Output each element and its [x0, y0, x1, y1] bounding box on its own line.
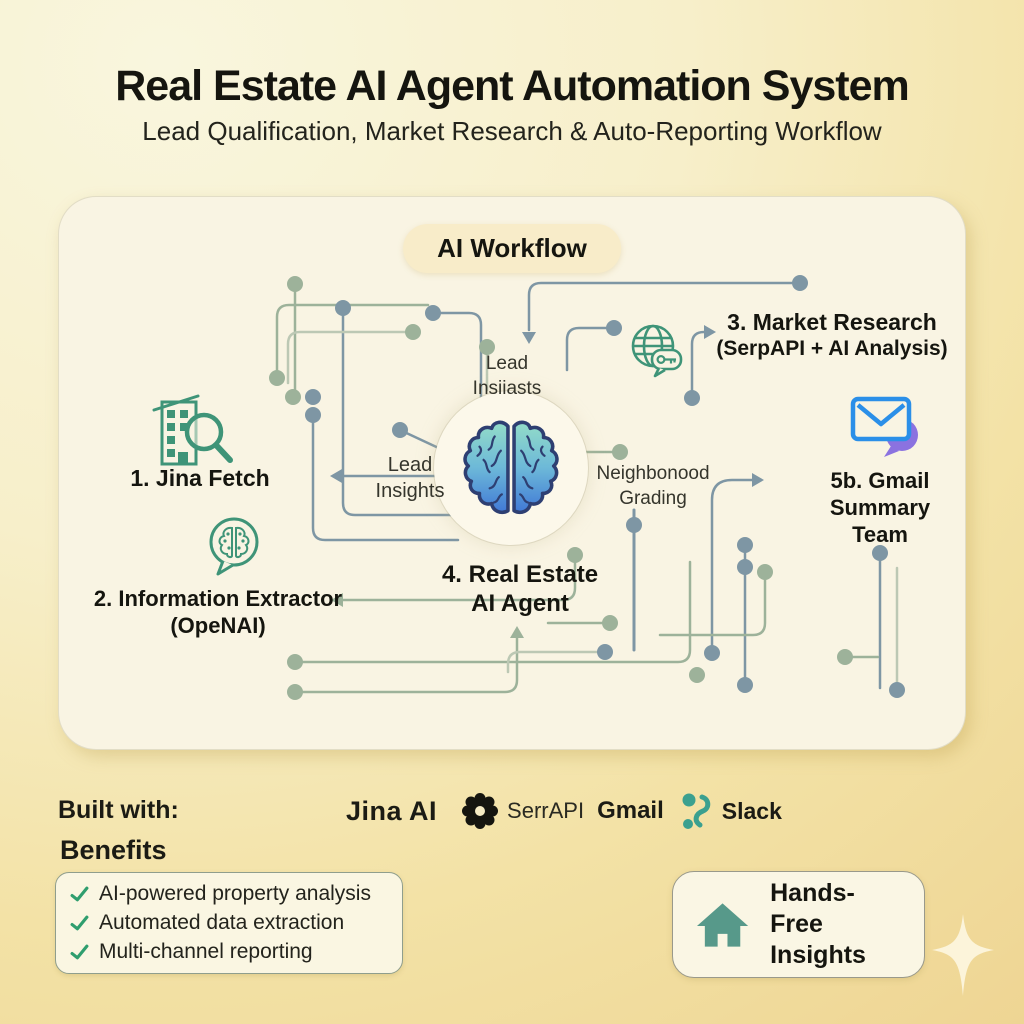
node-agent-label: 4. Real Estate AI Agent	[441, 561, 599, 618]
built-with-label: Built with:	[58, 796, 179, 824]
brain-chat-icon	[209, 517, 259, 576]
workflow-badge: AI Workflow	[403, 224, 621, 273]
gmail-wordmark: Gmail	[597, 797, 664, 824]
benefits-card: AI-powered property analysis Automated d…	[55, 872, 403, 974]
page-title: Real Estate AI Agent Automation System	[115, 62, 910, 110]
benefit-item: Automated data extraction	[70, 911, 388, 935]
slack-icon	[682, 793, 711, 829]
node-extractor-label: 2. Information Extractor (OpeNAI)	[93, 586, 343, 638]
hands-free-insights-card: Hands-Free Insights	[672, 871, 925, 978]
node-jina-fetch-label: 1. Jina Fetch	[130, 465, 270, 491]
page-subtitle: Lead Qualification, Market Research & Au…	[142, 116, 882, 146]
jina-ai-wordmark: Jina AI	[346, 795, 438, 826]
edge-label-lead-top: Lead Insiiasts	[472, 353, 542, 399]
slack-wordmark: Slack	[721, 797, 782, 824]
brain-icon	[463, 420, 559, 515]
check-icon	[70, 886, 89, 901]
sparkle-icon	[932, 914, 994, 996]
hands-free-insights-label: Hands-Free Insights	[770, 878, 866, 970]
email-chat-icon	[850, 396, 918, 457]
serpapi-wordmark: SerrAPI	[507, 798, 585, 823]
check-icon	[70, 915, 89, 930]
benefit-item: Multi-channel reporting	[70, 940, 388, 964]
edge-label-neighborhood: Neighbonood Grading	[596, 463, 710, 509]
built-with-row: Jina AI SerrAPI Gmail Slack	[346, 791, 782, 831]
globe-search-icon	[631, 324, 683, 378]
node-gmail-label: 5b. Gmail Summary Team	[829, 468, 931, 547]
building-search-icon	[152, 394, 233, 466]
check-icon	[70, 944, 89, 959]
benefit-item: AI-powered property analysis	[70, 882, 388, 906]
edge-label-lead-left: Lead Insights	[375, 454, 445, 502]
house-icon	[696, 902, 749, 947]
ai-agent-brain-node	[434, 391, 588, 545]
benefits-heading: Benefits	[60, 835, 167, 865]
node-research-label: 3. Market Research (SerpAPI + AI Analysi…	[716, 309, 948, 361]
serpapi-icon	[462, 793, 499, 829]
